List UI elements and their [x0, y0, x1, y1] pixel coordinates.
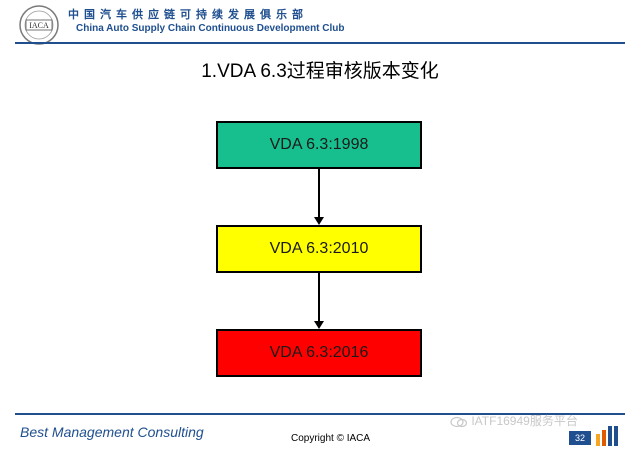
flow-box-label: VDA 6.3:2010 — [269, 240, 369, 257]
header-divider — [15, 42, 625, 44]
footer-company: Best Management Consulting — [20, 424, 204, 440]
decorative-bars-icon — [596, 426, 620, 446]
logo-text: IACA — [29, 21, 49, 30]
connector-line-1 — [318, 169, 320, 217]
page-number: 32 — [569, 431, 591, 445]
watermark: IATF16949服务平台 — [450, 412, 578, 429]
flow-box-vda-2016: VDA 6.3:2016 — [216, 329, 422, 377]
flow-box-vda-2010: VDA 6.3:2010 — [216, 225, 422, 273]
watermark-text: IATF16949服务平台 — [471, 414, 578, 428]
flow-box-label: VDA 6.3:1998 — [269, 136, 369, 153]
arrow-down-icon — [314, 321, 324, 329]
footer-divider — [15, 413, 625, 415]
footer-copyright: Copyright © IACA — [291, 433, 371, 444]
wechat-icon — [450, 416, 468, 427]
iaca-logo: IACA — [18, 4, 60, 46]
header-title-cn: 中国汽车供应链可持续发展俱乐部 — [68, 9, 308, 21]
iaca-seal-icon: IACA — [19, 5, 59, 45]
arrow-down-icon — [314, 217, 324, 225]
connector-line-2 — [318, 273, 320, 321]
flow-box-vda-1998: VDA 6.3:1998 — [216, 121, 422, 169]
header-title-en: China Auto Supply Chain Continuous Devel… — [76, 23, 345, 34]
slide-title: 1.VDA 6.3过程审核版本变化 — [201, 61, 439, 82]
flow-box-label: VDA 6.3:2016 — [269, 344, 369, 361]
